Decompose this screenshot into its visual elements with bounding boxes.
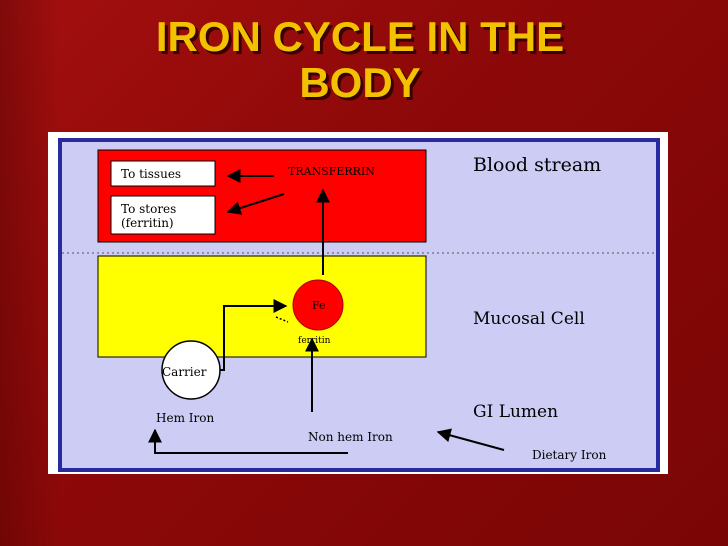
arrow-dietary-to-nonheme — [436, 428, 505, 451]
hem-iron-label: Hem Iron — [156, 411, 214, 425]
slide-title-line-2: BODY — [299, 59, 421, 106]
ferritin-small-label: ferritin — [298, 336, 331, 346]
slide-title-line-1: IRON CYCLE IN THE — [155, 13, 565, 60]
to-stores-sublabel: (ferritin) — [121, 216, 174, 230]
arrow-to-stores — [226, 193, 285, 215]
slide-title: IRON CYCLE IN THE BODY — [60, 14, 660, 106]
fe-label: Fe — [312, 299, 326, 312]
arrow-dietary-to-hem — [148, 428, 348, 454]
to-tissues-label: To tissues — [121, 167, 181, 181]
non-hem-iron-label: Non hem Iron — [308, 430, 393, 444]
to-stores-box — [110, 195, 216, 235]
transferrin-label: TRANSFERRIN — [288, 165, 375, 178]
arrow-carrier-to-fe — [220, 299, 288, 371]
iron-cycle-diagram: To tissues To stores (ferritin) TRANSFER… — [48, 132, 668, 474]
mucosal-cell-region-label: Mucosal Cell — [473, 309, 585, 329]
gi-lumen-region-label: GI Lumen — [473, 402, 558, 422]
fe-circle — [292, 279, 344, 331]
dietary-iron-label: Dietary Iron — [532, 448, 607, 462]
to-stores-label: To stores — [121, 202, 176, 216]
to-tissues-box — [110, 160, 216, 187]
carrier-label: Carrier — [162, 365, 207, 379]
blood-stream-region-label: Blood stream — [473, 154, 601, 176]
diagram-canvas: To tissues To stores (ferritin) TRANSFER… — [58, 138, 660, 472]
